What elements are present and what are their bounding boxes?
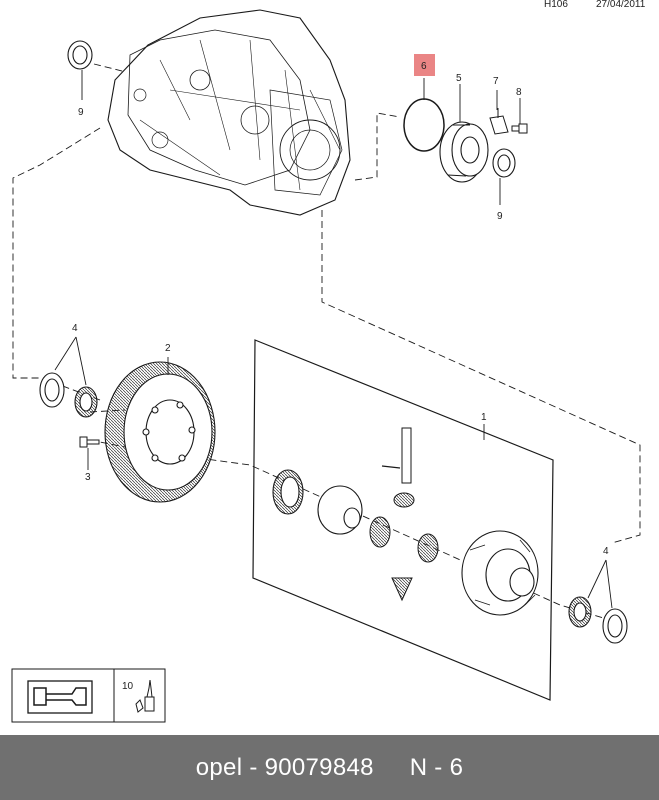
differential-case xyxy=(461,530,539,616)
bearing-housing xyxy=(439,121,489,183)
part-number: 90079848 xyxy=(264,754,374,781)
callout-labels: 9 6 5 7 8 9 4 2 3 1 4 xyxy=(72,61,609,557)
exploded-parts-diagram: 9 6 5 7 8 9 4 2 3 1 4 10 xyxy=(11,9,641,723)
highlight-box xyxy=(414,54,435,76)
callout-4-left: 4 xyxy=(72,323,78,334)
diagram-code: H106 xyxy=(544,0,568,10)
callout-7: 7 xyxy=(493,76,499,87)
pinion-shaft xyxy=(381,427,412,484)
callout-10: 10 xyxy=(122,681,134,692)
bolt-small xyxy=(511,123,528,134)
callout-8: 8 xyxy=(516,87,522,98)
callout-4-right: 4 xyxy=(603,546,609,557)
ring-gear xyxy=(104,361,216,503)
oil-seal-right xyxy=(492,148,516,178)
callout-3: 3 xyxy=(85,472,91,483)
diagram-position: N - 6 xyxy=(409,754,464,781)
separator: - xyxy=(249,754,258,781)
workshop-manual-icon xyxy=(27,680,93,714)
o-ring xyxy=(403,98,445,152)
oil-seal-left xyxy=(67,40,93,70)
callout-1: 1 xyxy=(481,412,487,423)
legend-box: 10 xyxy=(11,668,166,723)
callout-9-right: 9 xyxy=(497,211,503,222)
tapered-bearing-right xyxy=(568,596,628,644)
brand-name: opel xyxy=(195,754,243,781)
callout-5: 5 xyxy=(456,73,462,84)
ring-gear-bolt xyxy=(79,436,100,448)
lubricant-bottle-icon xyxy=(135,679,155,713)
leader-lines xyxy=(54,70,613,609)
differential-kit-outline xyxy=(252,339,554,701)
callout-6: 6 xyxy=(421,61,427,72)
side-gears xyxy=(369,492,439,602)
tapered-bearing-left xyxy=(39,372,98,418)
callout-9-left: 9 xyxy=(78,107,84,118)
part-reference: opel - 90079848 N - 6 xyxy=(0,754,659,782)
diagram-date: 27/04/2011 xyxy=(596,0,646,10)
differential-carrier-half xyxy=(317,485,363,535)
part-footer: opel - 90079848 N - 6 xyxy=(0,735,659,800)
transmission-housing xyxy=(107,9,351,216)
retaining-bracket xyxy=(489,108,509,135)
callout-2: 2 xyxy=(165,343,171,354)
reluctor-ring xyxy=(272,469,304,515)
